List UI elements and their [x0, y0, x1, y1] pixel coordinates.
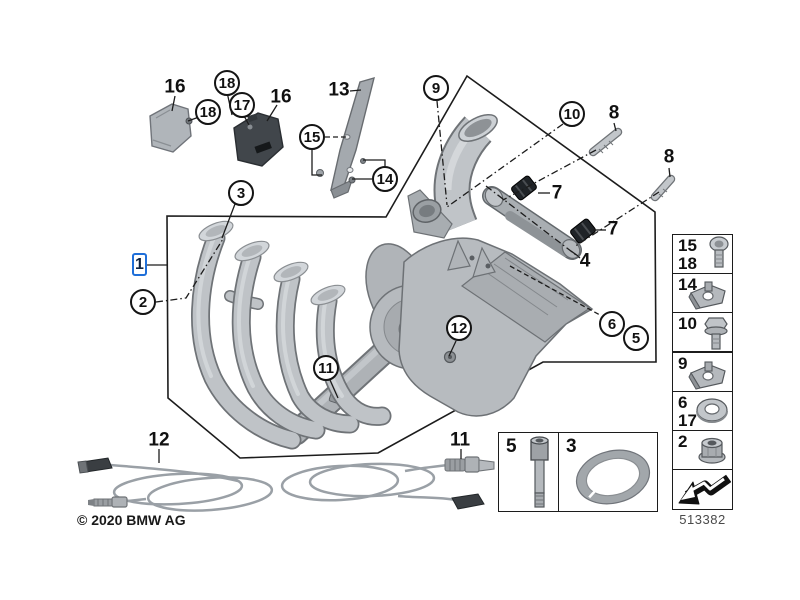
callout-2[interactable]: 2: [130, 289, 156, 315]
callout-18-left[interactable]: 18: [195, 99, 221, 125]
callout-9[interactable]: 9: [423, 75, 449, 101]
legend-number: 10: [678, 314, 697, 333]
socket-screw-icon: [709, 236, 729, 268]
sheet-number: 513382: [679, 512, 726, 527]
legend-row-arrow[interactable]: [672, 469, 733, 510]
callout-3[interactable]: 3: [228, 180, 254, 206]
part-label-8-lower[interactable]: 8: [663, 146, 675, 168]
legend-number: 2: [678, 432, 688, 451]
callout-10[interactable]: 10: [559, 101, 585, 127]
inset-box-label: 5: [506, 436, 517, 457]
cover-16-left: [149, 103, 193, 153]
callout-6[interactable]: 6: [599, 311, 625, 337]
legend-row-15-18[interactable]: 15 18: [672, 234, 733, 274]
cover-16-right: [233, 112, 284, 167]
part-label-12[interactable]: 12: [148, 429, 170, 451]
part-label-11[interactable]: 11: [449, 429, 471, 451]
gasket-ring-icon: [575, 449, 651, 505]
copyright-text: © 2020 BMW AG: [77, 512, 186, 528]
pipe-clamp-boss: [412, 199, 442, 223]
callout-12[interactable]: 12: [446, 315, 472, 341]
inset-box-5[interactable]: 5: [498, 432, 559, 512]
part-label-7-lower[interactable]: 7: [607, 218, 619, 240]
part-label-16-left[interactable]: 16: [164, 76, 186, 98]
rubber-bushing-7a: [511, 175, 537, 201]
clip-nut-icon: [688, 361, 726, 390]
inset-box-3[interactable]: 3: [558, 432, 658, 512]
direction-arrow-icon: [678, 474, 731, 505]
part-label-4[interactable]: 4: [579, 250, 591, 272]
callout-14[interactable]: 14: [372, 166, 398, 192]
rubber-bushing-7b: [570, 218, 596, 244]
callout-18-top[interactable]: 18: [214, 70, 240, 96]
flange-bolt-icon: [704, 317, 728, 350]
header-flanges: [198, 220, 346, 306]
muffler-body: [328, 237, 594, 417]
clip-nut-icon: [688, 281, 726, 310]
callout-5[interactable]: 5: [623, 325, 649, 351]
legend-number: 6: [678, 393, 688, 412]
header-pipes: [191, 228, 392, 450]
part-label-7-upper[interactable]: 7: [551, 182, 563, 204]
part-group-frame: [166, 74, 657, 459]
legend-number: 14: [678, 275, 697, 294]
washer-icon: [696, 398, 728, 423]
stud-8b: [650, 174, 676, 202]
legend-row-9[interactable]: 9: [672, 352, 733, 392]
front-pipe: [407, 114, 498, 239]
legend-row-14[interactable]: 14: [672, 273, 733, 313]
stud-8a: [588, 127, 623, 157]
legend-number: 15: [678, 236, 697, 255]
legend-number: 9: [678, 354, 688, 373]
callout-15[interactable]: 15: [299, 124, 325, 150]
legend-number: 18: [678, 254, 697, 273]
part-label-16-right[interactable]: 16: [270, 86, 292, 108]
cap-bolt-icon: [530, 436, 549, 508]
part-label-8-upper[interactable]: 8: [608, 102, 620, 124]
flange-nut-icon: [698, 437, 726, 464]
callout-17[interactable]: 17: [229, 92, 255, 118]
sensor-cable-12: [77, 457, 274, 512]
legend-number: 17: [678, 411, 697, 430]
legend-row-10[interactable]: 10: [672, 312, 733, 352]
sensor-cable-11: [280, 456, 495, 510]
lead-lines: [147, 89, 671, 463]
legend-row-6-17[interactable]: 6 17: [672, 391, 733, 431]
legend-row-2[interactable]: 2: [672, 430, 733, 470]
callout-11[interactable]: 11: [313, 355, 339, 381]
selected-callout-1[interactable]: 1: [132, 253, 147, 276]
part-label-13[interactable]: 13: [328, 79, 350, 101]
inset-box-label: 3: [566, 436, 577, 457]
